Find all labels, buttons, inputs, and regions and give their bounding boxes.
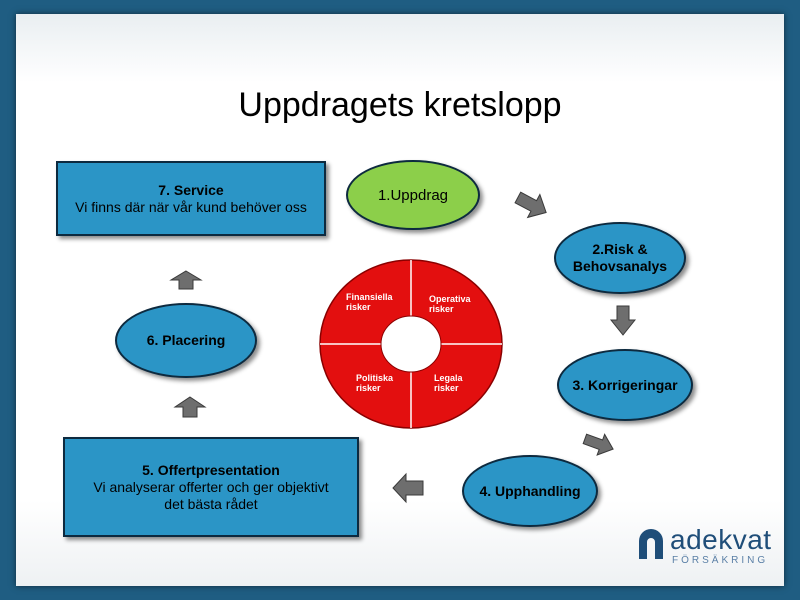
logo-subtitle: FÖRSÄKRING xyxy=(672,555,769,566)
slide-title: Uppdragets kretslopp xyxy=(238,86,562,124)
step-5-title: 5. Offertpresentation xyxy=(142,461,280,478)
step-3-korrigeringar: 3. Korrigeringar xyxy=(557,349,693,421)
logo-wordmark: adekvat xyxy=(670,524,772,555)
risk-quadrant-operativa: Operativa risker xyxy=(429,294,471,314)
risk-quadrant-legala: Legala risker xyxy=(434,373,463,393)
risk-quadrant-finansiella: Finansiella risker xyxy=(346,292,393,312)
risk-wheel-icon xyxy=(319,259,503,429)
risk-quadrant-politiska: Politiska risker xyxy=(356,373,394,393)
step-5-offertpresentation-box: 5. Offertpresentation Vi analyserar offe… xyxy=(63,437,359,537)
step-5-text: Vi analyserar offerter och ger objektivt… xyxy=(93,478,329,512)
arrow-2-to-3-icon xyxy=(609,305,637,336)
step-3-label: 3. Korrigeringar xyxy=(572,376,678,393)
step-2-risk-behovsanalys: 2.Risk & Behovsanalys xyxy=(554,222,686,294)
arrow-4-to-5-icon xyxy=(392,472,424,504)
step-6-label: 6. Placering xyxy=(146,332,226,348)
step-4-label: 4. Upphandling xyxy=(479,482,581,499)
logo-arch-icon xyxy=(639,529,663,559)
step-6-placering: 6. Placering xyxy=(115,303,257,378)
arrow-6-to-7-icon xyxy=(169,270,203,290)
step-4-upphandling: 4. Upphandling xyxy=(462,455,598,527)
step-7-text: Vi finns där när vår kund behöver oss xyxy=(75,198,307,215)
step-7-title: 7. Service xyxy=(158,181,224,198)
step-2-label: 2.Risk & Behovsanalys xyxy=(572,241,668,274)
arrow-3-to-4-icon xyxy=(582,433,614,456)
step-1-label: 1.Uppdrag xyxy=(377,186,449,204)
step-7-service-box: 7. Service Vi finns där när vår kund beh… xyxy=(56,161,326,236)
step-1-uppdrag: 1.Uppdrag xyxy=(346,160,480,230)
arrow-5-to-6-icon xyxy=(173,396,207,418)
arrow-1-to-2-icon xyxy=(514,191,547,219)
